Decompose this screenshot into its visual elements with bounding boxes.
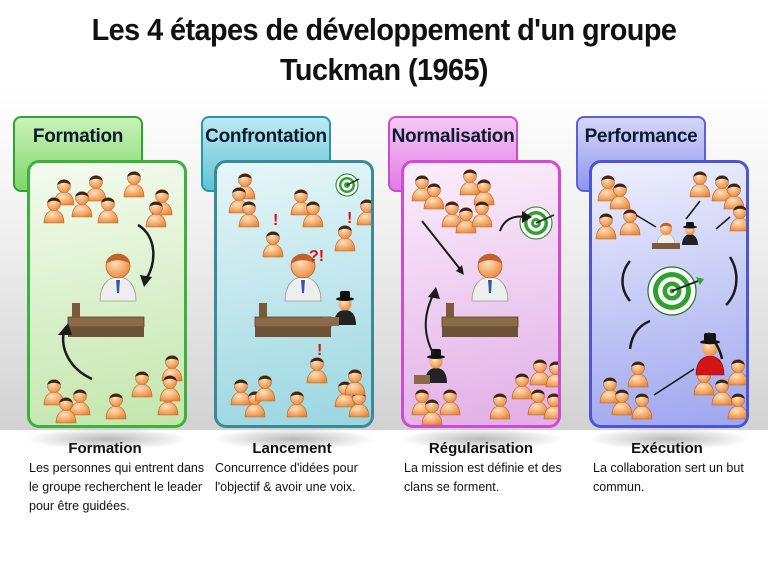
confrontation-illustration: ! ! ?! ! (228, 173, 371, 418)
stage-caption-text: La collaboration sert un but commun. (593, 461, 744, 494)
stage-tab-label: Normalisation (391, 126, 515, 147)
exclamation-icon: ! ! ?! ! (273, 210, 352, 359)
stage-tab-label: Performance (584, 126, 698, 147)
title-line-1: Les 4 étapes de développement d'un group… (91, 12, 677, 47)
stage-caption-title: Exécution (631, 440, 703, 457)
title-line-2: Tuckman (1965) (280, 52, 489, 87)
stage-caption-title: Lancement (252, 440, 332, 457)
stage-tab-label: Confrontation (205, 126, 327, 147)
stage-panel-performance (589, 160, 749, 428)
stage-caption-text: La mission est définie et des clans se f… (404, 461, 562, 494)
leader-icon (99, 253, 137, 302)
performance-illustration (595, 171, 746, 420)
rival-icon (414, 349, 447, 384)
target-icon (647, 266, 705, 316)
target-icon (335, 173, 360, 197)
cycle-arrow-icon (621, 256, 738, 360)
stage-caption-text: Les personnes qui entrent dans le groupe… (29, 461, 205, 513)
panel-shadow (212, 428, 376, 450)
cycle-arrow-icon (58, 223, 155, 381)
leader-icon (651, 222, 681, 250)
stage-panel-formation (27, 160, 187, 428)
formation-illustration (43, 171, 183, 424)
panel-shadow (399, 428, 563, 450)
arrow-icon (421, 211, 532, 356)
stage-caption-title: Formation (68, 440, 142, 457)
exclamation-mark: ?! (309, 248, 324, 265)
target-icon (519, 206, 555, 240)
rival-icon (682, 222, 698, 245)
normalisation-illustration (411, 169, 558, 425)
stage-tab-label: Formation (32, 126, 124, 147)
stage-panel-normalisation (401, 160, 561, 428)
desk-icon (254, 302, 332, 338)
exclamation-mark: ! (317, 342, 322, 359)
stage-caption-text: Concurrence d'idées pour l'objectif & av… (215, 461, 358, 494)
panel-shadow (25, 428, 189, 450)
rival-icon (323, 291, 356, 326)
leader-icon (471, 253, 509, 302)
stage-caption-title: Régularisation (428, 440, 534, 457)
page-title: Les 4 étapes de développement d'un group… (27, 10, 741, 90)
stage-panel-confrontation: ! ! ?! ! (214, 160, 374, 428)
exclamation-mark: ! (273, 212, 278, 229)
desk-icon (67, 302, 145, 338)
double-arrow-icon (635, 200, 731, 396)
exclamation-mark: ! (347, 210, 352, 227)
panel-shadow (587, 428, 751, 450)
desk-icon (441, 302, 519, 338)
